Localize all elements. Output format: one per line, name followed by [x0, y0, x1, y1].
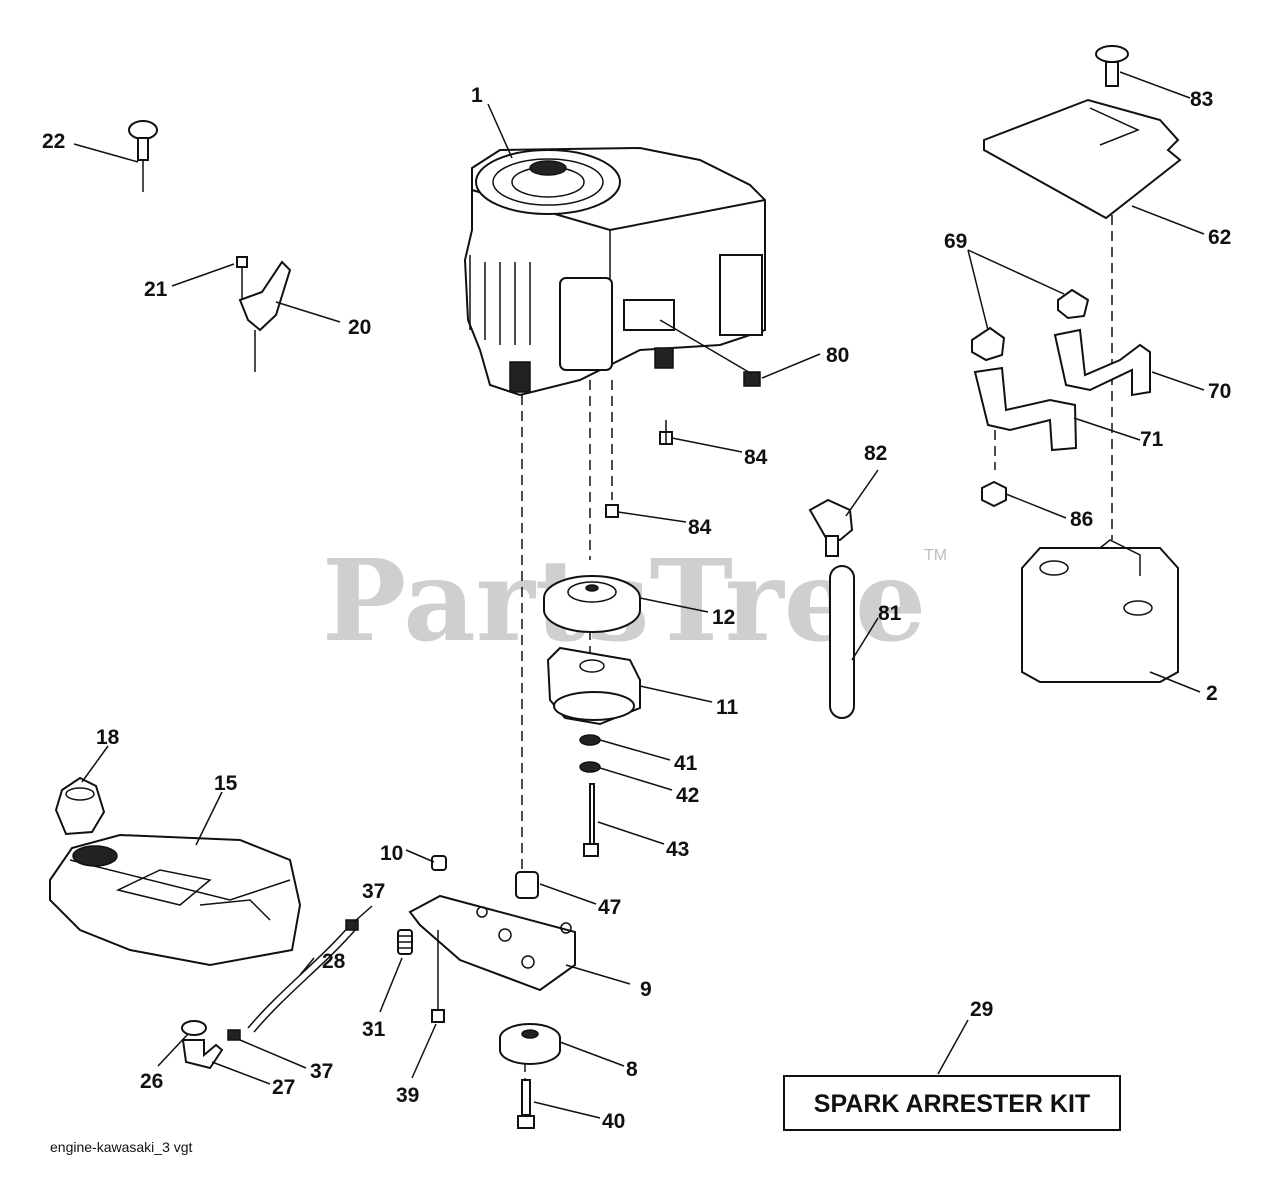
callout-47: 47 [598, 896, 621, 919]
callout-22: 22 [42, 130, 65, 153]
wire-connector [659, 319, 761, 387]
idler-pulley [499, 1023, 561, 1065]
callout-15: 15 [214, 772, 238, 795]
exhaust-nut [981, 480, 1007, 508]
callout-71: 71 [1140, 428, 1164, 451]
engine [463, 146, 766, 397]
callout-numbers: 1 22 21 20 80 84 84 82 81 12 11 41 42 43… [42, 84, 1231, 1133]
callout-21: 21 [144, 278, 168, 301]
spark-arrester-kit-box: SPARK ARRESTER KIT [783, 1075, 1121, 1131]
callout-84-lower: 84 [688, 516, 712, 539]
idler-bolt [517, 1079, 535, 1129]
callout-8: 8 [626, 1058, 638, 1081]
callout-81: 81 [878, 602, 902, 625]
fuel-valve-grommet [181, 1020, 207, 1036]
callout-39: 39 [396, 1084, 419, 1107]
heat-shield [983, 98, 1182, 220]
callout-82: 82 [864, 442, 887, 465]
callout-83: 83 [1190, 88, 1213, 111]
dipstick [128, 120, 158, 192]
leader-lines [73, 71, 1205, 1119]
callout-2: 2 [1206, 682, 1218, 705]
fuel-line [247, 924, 357, 1033]
fuel-valve [181, 1039, 224, 1070]
bushing [397, 929, 413, 955]
callout-18: 18 [96, 726, 120, 749]
callout-20: 20 [348, 316, 371, 339]
muffler [1021, 539, 1179, 683]
callout-9: 9 [640, 978, 652, 1001]
callout-37-lower: 37 [310, 1060, 333, 1083]
callout-10: 10 [380, 842, 403, 865]
callout-1: 1 [471, 84, 483, 107]
exhaust-pipe-70 [1053, 328, 1151, 397]
callout-27: 27 [272, 1076, 295, 1099]
callout-11: 11 [716, 696, 739, 719]
spark-arrester-kit-label: SPARK ARRESTER KIT [814, 1090, 1090, 1118]
sleeve [515, 871, 539, 899]
fuel-tank [49, 833, 302, 967]
callout-41: 41 [674, 752, 698, 775]
callout-42: 42 [676, 784, 699, 807]
callout-70: 70 [1208, 380, 1231, 403]
callout-69: 69 [944, 230, 967, 253]
bracket-bolt [431, 930, 445, 1023]
drain-hose [829, 565, 855, 719]
fuel-cap [54, 776, 106, 836]
washers [579, 734, 601, 773]
bracket-assembly [236, 256, 292, 372]
hose-clamps [227, 919, 359, 1041]
callout-62: 62 [1208, 226, 1231, 249]
callout-28: 28 [322, 950, 346, 973]
callout-31: 31 [362, 1018, 386, 1041]
callout-29: 29 [970, 998, 993, 1021]
pulley [543, 575, 641, 633]
callout-40: 40 [602, 1110, 625, 1133]
callout-80: 80 [826, 344, 849, 367]
callout-37-upper: 37 [362, 880, 385, 903]
watermark-trademark: TM [924, 547, 947, 564]
callout-12: 12 [712, 606, 735, 629]
engine-bolts [605, 420, 673, 518]
diagram-filename-label: engine-kawasaki_3 vgt [50, 1139, 193, 1155]
callout-43: 43 [666, 838, 689, 861]
drain-fitting [808, 498, 854, 557]
callout-86: 86 [1070, 508, 1093, 531]
clutch-bolt [583, 783, 599, 857]
pto-clutch [546, 646, 641, 726]
idler-bracket [408, 894, 576, 992]
callout-26: 26 [140, 1070, 163, 1093]
exhaust-gaskets [971, 288, 1090, 362]
spacer [431, 855, 447, 871]
exhaust-pipe-71 [973, 366, 1078, 452]
heat-shield-screw [1095, 45, 1129, 87]
callout-84-upper: 84 [744, 446, 768, 469]
